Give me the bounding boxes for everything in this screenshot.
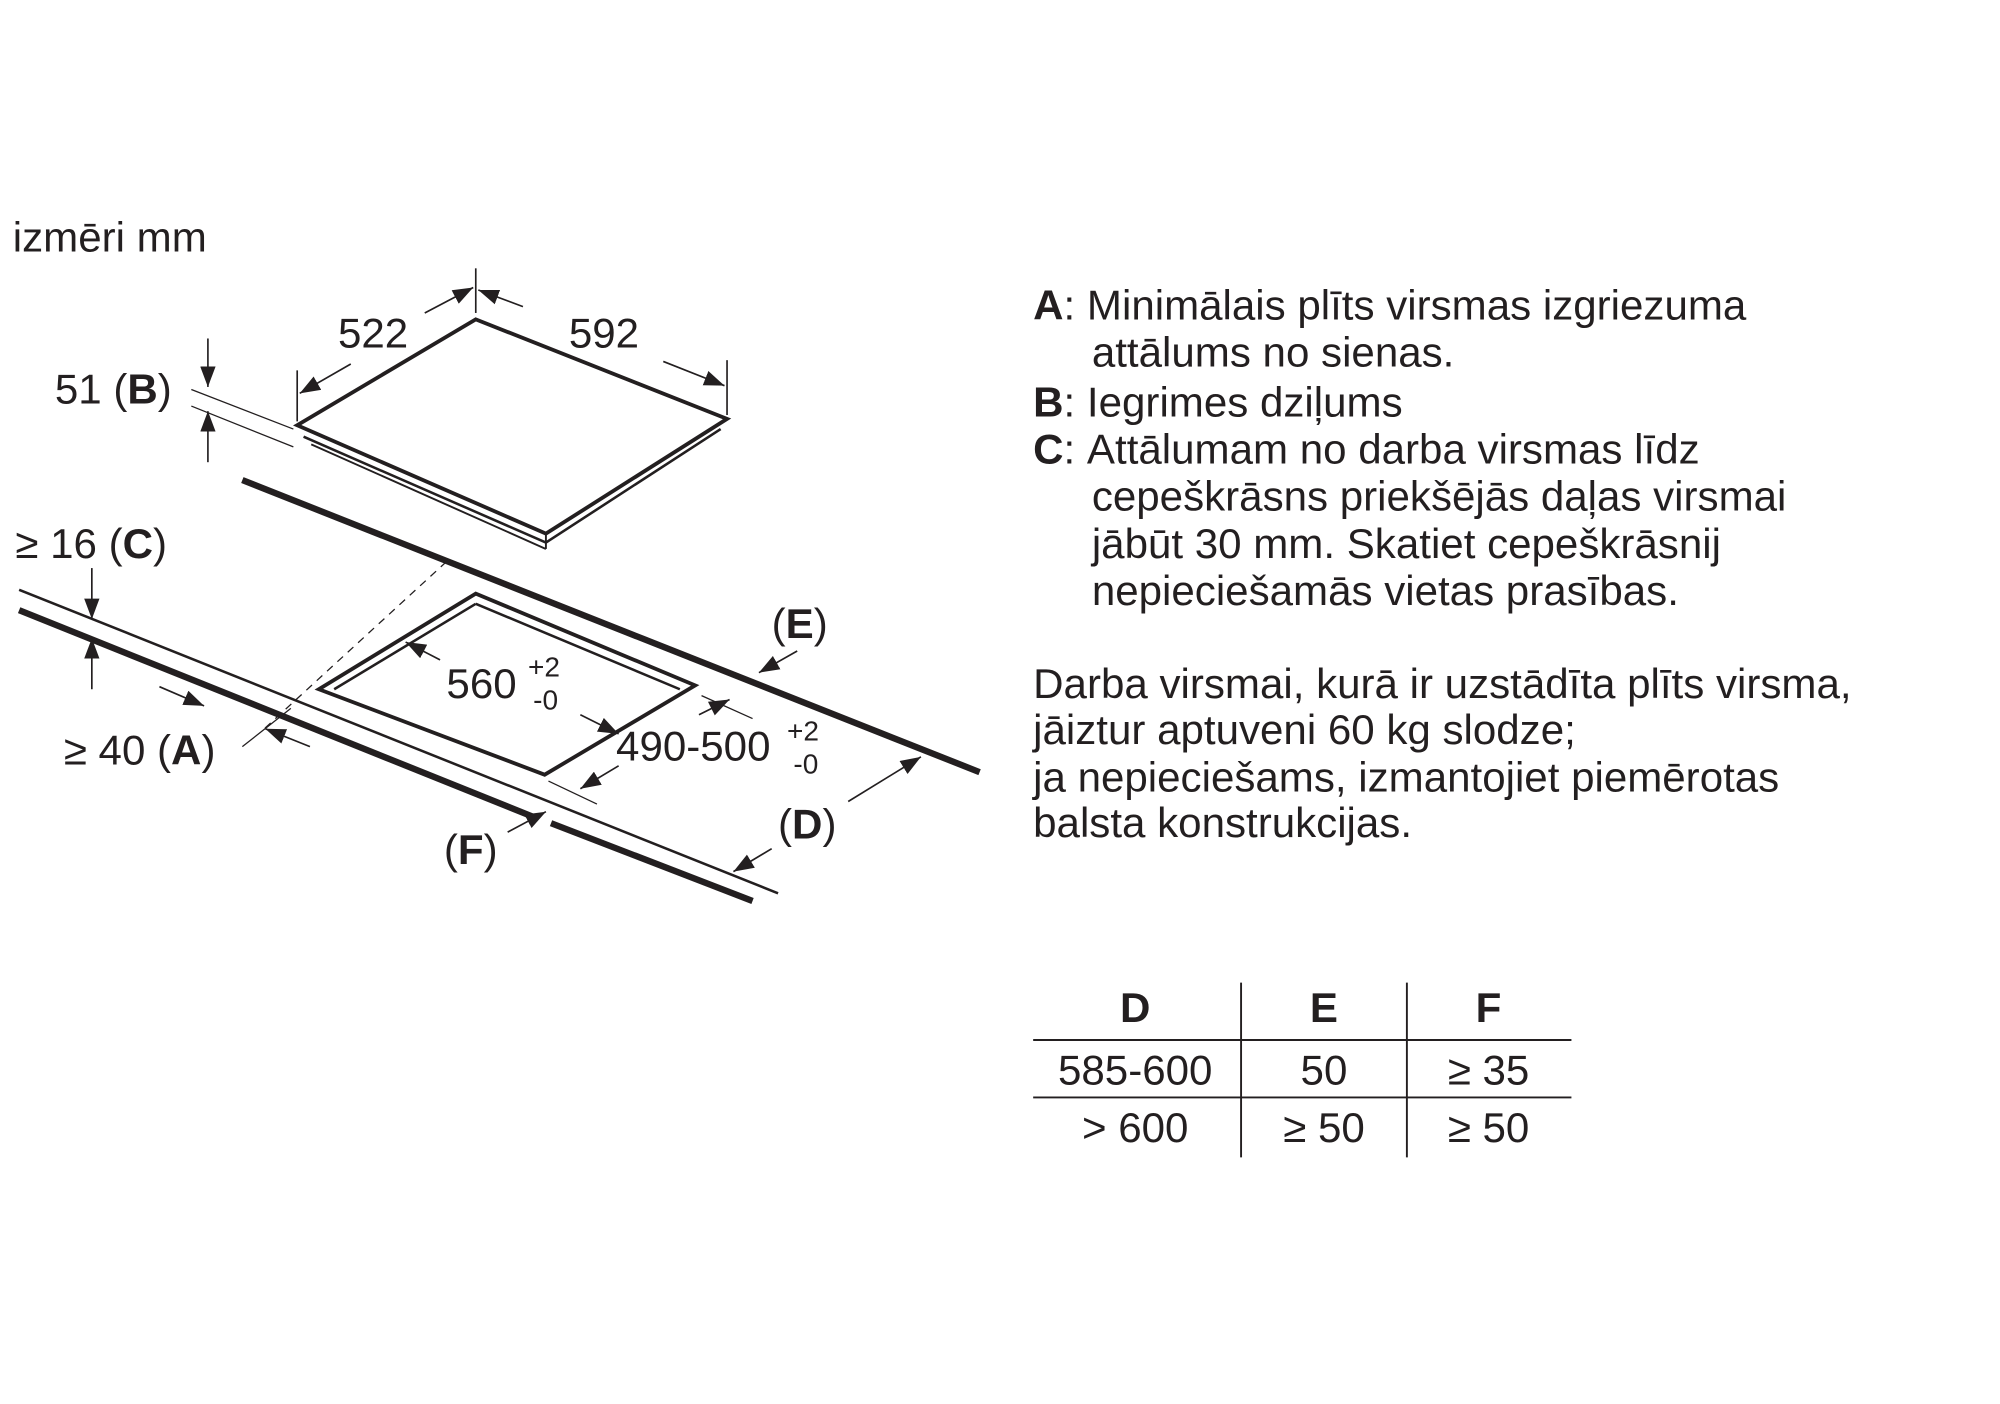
- note-line: balsta konstrukcijas.: [1033, 799, 1412, 846]
- cutout-dimensions: 560 +2 -0 490-500 +2 -0: [405, 641, 819, 805]
- table-cell: > 600: [1082, 1104, 1188, 1151]
- clearance-dimensions: ≥ 16 (C) ≥ 40 (A) (E) (D) (F): [15, 520, 922, 873]
- f-label: (F): [444, 826, 498, 873]
- legend-c-line: cepeškrāsns priekšējās daļas virsmai: [1092, 473, 1787, 520]
- hob-illustration: [293, 317, 732, 550]
- depth-label: 51 (B): [55, 366, 172, 413]
- clearance-table: D E F 585-600 50 ≥ 35 > 600 ≥ 50 ≥ 50: [1033, 982, 1572, 1158]
- cutout-length-tol-minus: -0: [533, 685, 558, 716]
- note-line: jāiztur aptuveni 60 kg slodze;: [1031, 706, 1576, 753]
- cutout-width-tol-plus: +2: [787, 715, 819, 746]
- hob-dimensions: 522 592 51 (B): [55, 268, 728, 463]
- units-label: izmēri mm: [13, 214, 207, 261]
- hob-length-label: 592: [569, 309, 639, 356]
- table-cell: 585-600: [1058, 1047, 1212, 1094]
- table-cell: ≥ 50: [1283, 1104, 1365, 1151]
- table-cell: ≥ 50: [1448, 1104, 1530, 1151]
- cutout-width-label: 490-500: [616, 723, 770, 770]
- note-line: Darba virsmai, kurā ir uzstādīta plīts v…: [1033, 660, 1851, 707]
- cutout-length-label: 560: [446, 660, 516, 707]
- table-header: E: [1310, 984, 1338, 1031]
- legend-c-line: jābūt 30 mm. Skatiet cepeškrāsnij: [1090, 520, 1721, 567]
- table-cell: 50: [1301, 1047, 1348, 1094]
- worktop-illustration: [17, 477, 981, 904]
- d-label: (D): [778, 800, 836, 847]
- e-label: (E): [772, 600, 828, 647]
- table-header: D: [1120, 984, 1150, 1031]
- a-label: ≥ 40 (A): [64, 726, 216, 773]
- c-label: ≥ 16 (C): [15, 520, 167, 567]
- cutout-length-tol-plus: +2: [528, 651, 560, 682]
- legend-c: C: Attālumam no darba virsmas līdz: [1033, 425, 1699, 472]
- legend-b: B: Iegrimes dziļums: [1033, 378, 1402, 425]
- load-note: Darba virsmai, kurā ir uzstādīta plīts v…: [1031, 660, 1851, 846]
- legend-a-line: attālums no sienas.: [1092, 329, 1455, 376]
- legend: A: Minimālais plīts virsmas izgriezuma a…: [1033, 281, 1786, 614]
- hob-width-label: 522: [338, 309, 408, 356]
- table-header: F: [1476, 984, 1502, 1031]
- note-line: ja nepieciešams, izmantojiet piemērotas: [1031, 753, 1779, 800]
- legend-a: A: Minimālais plīts virsmas izgriezuma: [1033, 281, 1747, 328]
- table-cell: ≥ 35: [1448, 1047, 1530, 1094]
- cutout-width-tol-minus: -0: [793, 748, 818, 779]
- legend-c-line: nepieciešamās vietas prasības.: [1092, 567, 1679, 614]
